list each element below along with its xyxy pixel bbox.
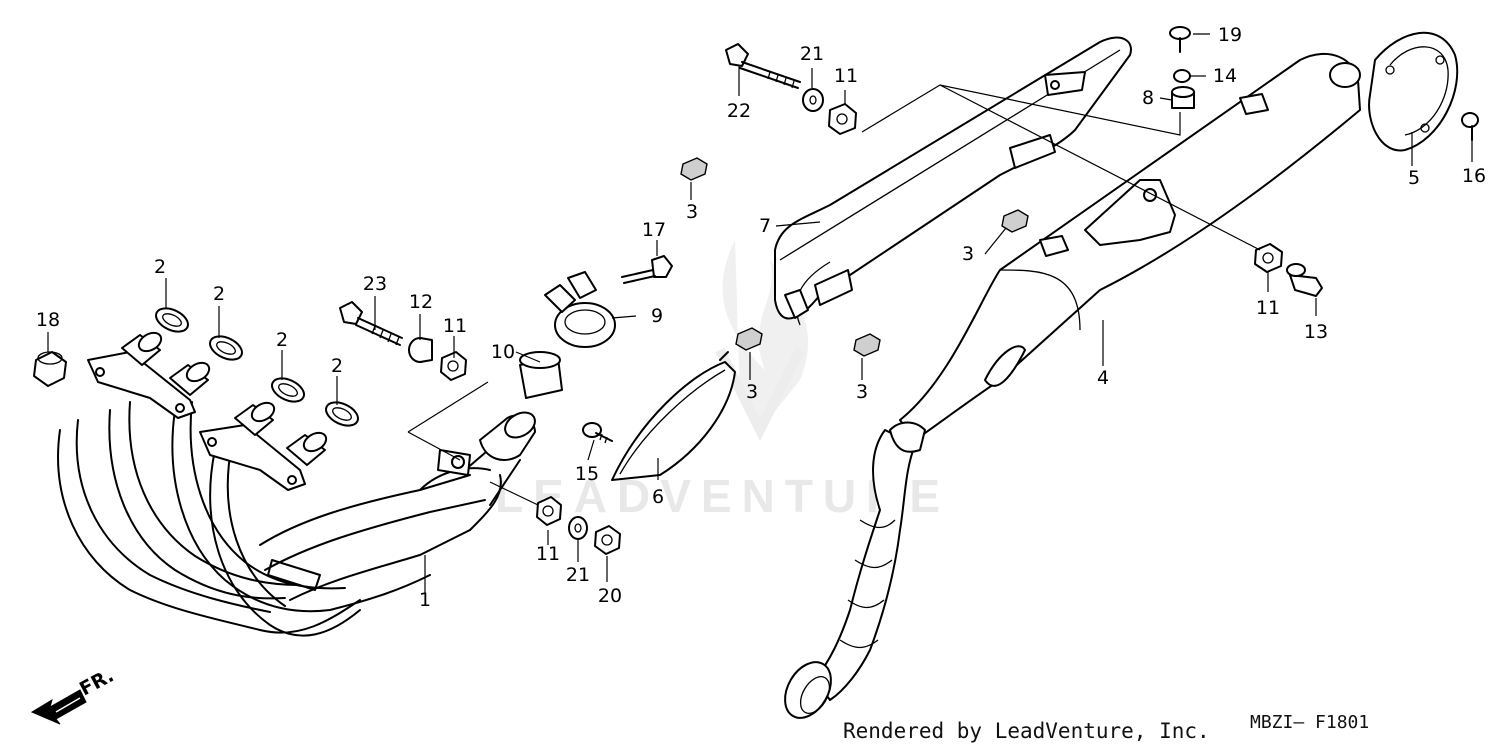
part-label-6: 6 bbox=[652, 486, 664, 508]
part-label-17: 19 bbox=[1218, 24, 1242, 46]
gasket-set bbox=[155, 307, 359, 427]
bolt bbox=[582, 422, 613, 444]
part-label-15: 15 bbox=[575, 463, 599, 485]
nut bbox=[828, 103, 857, 135]
part-label-8: 8 bbox=[1142, 87, 1154, 109]
damper-rubber bbox=[735, 327, 763, 351]
front-direction-arrow: FR. bbox=[30, 664, 117, 725]
part-label-22: 22 bbox=[727, 100, 751, 122]
part-label-21: 21 bbox=[566, 564, 590, 586]
washer bbox=[568, 516, 588, 540]
damper-rubber bbox=[680, 157, 708, 181]
part-label-2: 2 bbox=[154, 256, 166, 278]
part-label-7: 7 bbox=[759, 215, 771, 237]
washer bbox=[802, 88, 824, 112]
nut bbox=[594, 525, 621, 555]
part-label-11: 11 bbox=[1256, 297, 1280, 319]
part-label-21: 21 bbox=[800, 43, 824, 65]
part-label-5: 5 bbox=[1408, 167, 1420, 189]
part-label-23: 23 bbox=[363, 273, 387, 295]
part-label-10: 10 bbox=[491, 341, 515, 363]
part-label-13: 13 bbox=[1304, 321, 1328, 343]
nut bbox=[440, 351, 467, 381]
joint-gasket bbox=[519, 351, 563, 399]
mount-screw bbox=[1169, 26, 1191, 53]
muffler-end-cap bbox=[1368, 31, 1459, 152]
render-credit: Rendered by LeadVenture, Inc. bbox=[843, 719, 1210, 743]
part-label-3: 3 bbox=[962, 243, 974, 265]
part-label-3: 3 bbox=[856, 381, 868, 403]
pipe-clamp bbox=[544, 271, 616, 348]
flange-nut bbox=[33, 351, 67, 387]
nut bbox=[1254, 243, 1283, 273]
part-label-11: 11 bbox=[834, 65, 858, 87]
part-label-2: 2 bbox=[276, 329, 288, 351]
exhaust-header-pipes bbox=[57, 331, 536, 637]
part-label-19: 18 bbox=[36, 309, 60, 331]
part-label-16: 16 bbox=[1462, 165, 1486, 187]
damper-rubber bbox=[853, 333, 881, 357]
clamp-bolt bbox=[621, 255, 673, 284]
gasket bbox=[209, 335, 243, 361]
cap-screw bbox=[1461, 112, 1479, 141]
part-label-2: 2 bbox=[331, 355, 343, 377]
part-label-18: 17 bbox=[642, 219, 666, 241]
part-label-9: 9 bbox=[651, 305, 663, 327]
diagram-code: MBZI— F1801 bbox=[1250, 712, 1369, 733]
part-label-11: 11 bbox=[443, 315, 467, 337]
gasket bbox=[325, 401, 359, 427]
part-label-11: 11 bbox=[536, 543, 560, 565]
watermark-text: LEADVENTURE bbox=[495, 470, 950, 522]
gasket bbox=[271, 377, 305, 403]
collar bbox=[408, 337, 433, 363]
part-label-4: 4 bbox=[1097, 367, 1109, 389]
gasket bbox=[155, 307, 189, 333]
leader-lines bbox=[47, 33, 1473, 593]
flange-bolt bbox=[339, 301, 403, 346]
damper-rubber bbox=[1001, 209, 1029, 233]
part-label-1: 1 bbox=[419, 589, 431, 611]
mount-rubber bbox=[1171, 86, 1195, 109]
muffler-bolt bbox=[1286, 263, 1323, 297]
part-label-14: 14 bbox=[1213, 65, 1237, 87]
part-label-3: 3 bbox=[686, 201, 698, 223]
muffler-protector bbox=[774, 36, 1132, 326]
part-label-20: 20 bbox=[598, 585, 622, 607]
nut bbox=[536, 496, 562, 526]
part-labels: 2 2 2 2 18 23 12 11 1 11 21 20 15 9 10 1… bbox=[36, 24, 1486, 611]
heat-guard bbox=[611, 351, 736, 481]
part-label-2: 2 bbox=[213, 283, 225, 305]
mount-collar bbox=[1173, 69, 1191, 83]
muffler-body bbox=[784, 52, 1361, 719]
part-label-12: 12 bbox=[409, 291, 433, 313]
long-bolt bbox=[725, 43, 801, 89]
part-label-3: 3 bbox=[746, 381, 758, 403]
